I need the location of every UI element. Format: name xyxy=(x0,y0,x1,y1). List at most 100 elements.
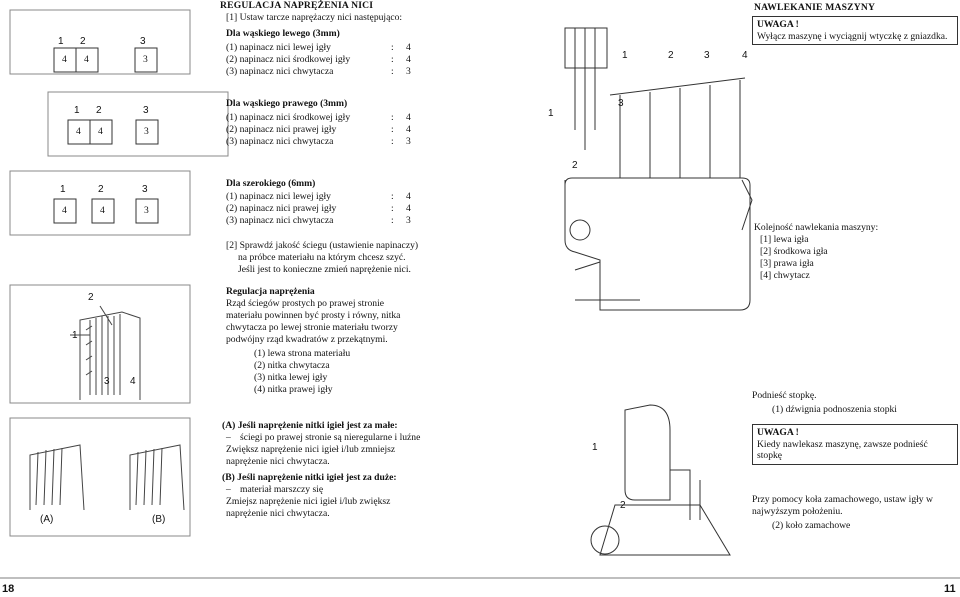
stitch-drawing xyxy=(70,305,141,400)
presser-title: Podnieść stopkę. xyxy=(752,390,817,401)
dial-figure-narrow-left xyxy=(9,9,191,75)
case-b-bullet-text: materiał marszczy się xyxy=(240,484,324,495)
case-b-bullet: – xyxy=(226,484,231,495)
dial-tiles xyxy=(53,47,159,224)
marker-2: 2 xyxy=(88,292,94,303)
order-item: [1] lewa igła xyxy=(760,234,809,245)
marker-1: 1 xyxy=(60,184,66,195)
narrow-right-title: Dla wąskiego prawego (3mm) xyxy=(226,98,348,109)
marker-3: 3 xyxy=(143,105,149,116)
wide-row: (1) napinacz nici lewej igły:4 xyxy=(226,191,411,202)
marker-2: 2 xyxy=(80,36,86,47)
wide-row: (2) napinacz nici prawej igły:4 xyxy=(226,203,411,214)
order-item: [3] prawa igła xyxy=(760,258,814,269)
wheel-item: (2) koło zamachowe xyxy=(772,520,851,531)
wide-row: (3) napinacz nici chwytacza:3 xyxy=(226,215,411,226)
case-a-line: Zwiększ naprężenie nici igieł i/lub zmni… xyxy=(226,444,396,455)
case-a-bullet-text: ściegi po prawej stronie są nieregularne… xyxy=(240,432,421,443)
dial-value: 3 xyxy=(143,54,148,65)
step1-text: [1] Ustaw tarcze naprężaczy nici następu… xyxy=(226,12,403,23)
marker-1: 1 xyxy=(592,442,598,453)
dial-value: 4 xyxy=(98,126,103,137)
presser-foot-drawing xyxy=(590,404,731,556)
machine-drawing xyxy=(564,27,753,311)
dial-value: 4 xyxy=(84,54,89,65)
regulation-line: chwytacza po lewej stronie materiału two… xyxy=(226,322,398,333)
tension-figure xyxy=(9,417,191,537)
wheel-line: najwyższym położeniu. xyxy=(752,506,843,517)
marker-3: 3 xyxy=(704,50,710,61)
case-b-line: Zmiejsz naprężenie nici igieł i/lub zwię… xyxy=(226,496,391,507)
regulation-item: (2) nitka chwytacza xyxy=(254,360,330,371)
dial-value: 4 xyxy=(62,205,67,216)
marker-2: 2 xyxy=(98,184,104,195)
case-a-bullet: – xyxy=(226,432,231,443)
marker-2: 2 xyxy=(572,160,578,171)
step2-line: [2] Sprawdź jakość ściegu (ustawienie na… xyxy=(226,240,419,251)
regulation-item: (4) nitka prawej igły xyxy=(254,384,333,395)
page-number-left: 18 xyxy=(2,583,15,595)
case-a-title: (A) Jeśli naprężenie nitki igieł jest za… xyxy=(222,420,398,431)
stitch-figure xyxy=(9,284,191,404)
dial-figure-narrow-right xyxy=(47,91,229,157)
wide-title: Dla szerokiego (6mm) xyxy=(226,178,316,189)
wheel-line: Przy pomocy koła zamachowego, ustaw igły… xyxy=(752,494,933,505)
regulation-line: Rząd ściegów prostych po prawej stronie xyxy=(226,298,384,309)
regulation-item: (3) nitka lewej igły xyxy=(254,372,328,383)
warning-text: Kiedy nawlekasz maszynę, zawsze podnieść xyxy=(757,438,928,450)
marker-4: 4 xyxy=(130,376,136,387)
dial-value: 4 xyxy=(100,205,105,216)
step2-line: Jeśli jest to konieczne zmień naprężenie… xyxy=(238,264,411,275)
marker-3: 3 xyxy=(142,184,148,195)
marker-2: 2 xyxy=(620,500,626,511)
section-title: REGULACJA NAPRĘŻENIA NICI xyxy=(220,0,374,11)
regulation-item: (1) lewa strona materiału xyxy=(254,348,351,359)
order-title: Kolejność nawlekania maszyny: xyxy=(754,222,879,233)
marker-1: 1 xyxy=(58,36,64,47)
tension-drawing xyxy=(29,444,185,511)
dial-figure-wide xyxy=(9,170,191,236)
warning-box-2: UWAGA ! Kiedy nawlekasz maszynę, zawsze … xyxy=(752,424,958,465)
case-b-line: naprężenie nici chwytacza. xyxy=(226,508,330,519)
page-number-right: 11 xyxy=(944,583,956,595)
marker-1: 1 xyxy=(622,50,628,61)
marker-2: 2 xyxy=(96,105,102,116)
narrow-left-title: Dla wąskiego lewego (3mm) xyxy=(226,28,340,39)
presser-item: (1) dźwignia podnoszenia stopki xyxy=(772,404,897,415)
case-a-line: naprężenie nici chwytacza. xyxy=(226,456,330,467)
dial-value: 4 xyxy=(62,54,67,65)
dial-value: 3 xyxy=(144,126,149,137)
marker-3: 3 xyxy=(140,36,146,47)
marker-1: 1 xyxy=(74,105,80,116)
warning-box-1: UWAGA ! Wyłącz maszynę i wyciągnij wtycz… xyxy=(752,16,958,46)
warning-text: stopkę xyxy=(757,450,783,462)
dial-value: 4 xyxy=(76,126,81,137)
narrow-right-row: (1) napinacz nici środkowej igły:4 xyxy=(226,112,411,123)
narrow-left-row: (3) napinacz nici chwytacza:3 xyxy=(226,66,411,77)
warning-title: UWAGA ! xyxy=(757,19,799,30)
warning-title: UWAGA ! xyxy=(757,427,799,438)
order-item: [4] chwytacz xyxy=(760,270,810,281)
fig-label-a: (A) xyxy=(40,514,54,525)
marker-3: 3 xyxy=(618,98,624,109)
marker-2: 2 xyxy=(668,50,674,61)
marker-1: 1 xyxy=(72,330,78,341)
narrow-right-row: (2) napinacz nici prawej igły:4 xyxy=(226,124,411,135)
narrow-left-row: (1) napinacz nici lewej igły:4 xyxy=(226,42,411,53)
right-section-title: NAWLEKANIE MASZYNY xyxy=(754,2,876,13)
step2-line: na próbce materiału na którym chcesz szy… xyxy=(238,252,406,263)
warning-text: Wyłącz maszynę i wyciągnij wtyczkę z gni… xyxy=(757,30,948,42)
marker-3: 3 xyxy=(104,376,110,387)
regulation-line: materiału powinnen być prosty i równy, n… xyxy=(226,310,401,321)
marker-4: 4 xyxy=(742,50,748,61)
narrow-left-row: (2) napinacz nici środkowej igły:4 xyxy=(226,54,411,65)
order-item: [2] środkowa igła xyxy=(760,246,828,257)
regulation-line: podwójny rząd kwadratów z przekątnymi. xyxy=(226,334,388,345)
dial-value: 3 xyxy=(144,205,149,216)
fig-label-b: (B) xyxy=(152,514,166,525)
case-b-title: (B) Jeśli naprężenie nitki igieł jest za… xyxy=(222,472,397,483)
marker-1: 1 xyxy=(548,108,554,119)
regulation-title: Regulacja naprężenia xyxy=(226,286,315,297)
narrow-right-row: (3) napinacz nici chwytacza:3 xyxy=(226,136,411,147)
